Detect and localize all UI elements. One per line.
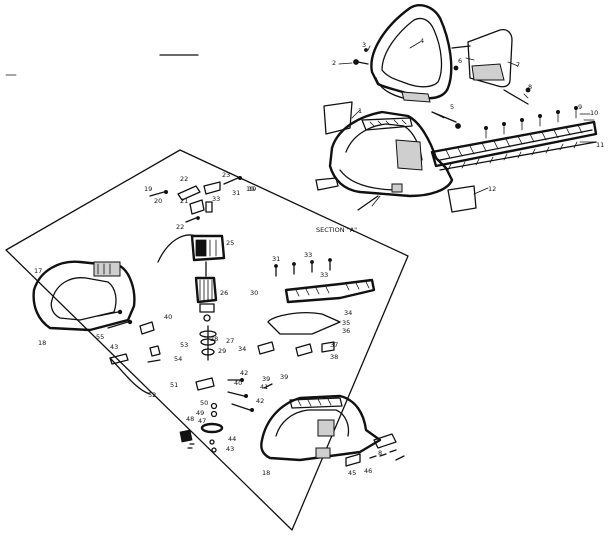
screw-8 [503,89,529,105]
part-callout: 31 [272,255,281,263]
part-callout: 34 [238,345,247,353]
part-callout: 39 [262,375,271,383]
blade-assembly [430,106,598,171]
part-callout: 35 [342,319,351,327]
part-callout: 9 [578,103,583,111]
armature [194,261,218,322]
part-callout: 5 [450,103,455,111]
part-callout: 19 [144,185,153,193]
part-callout: 46 [364,467,373,475]
part-callout: 4 [420,37,425,45]
part-callout: 8 [378,449,383,457]
part-callout: 43 [226,445,235,453]
part-callout: 19 [248,185,257,193]
part-callout: 8 [528,83,533,91]
part-callout: 19 [246,185,255,193]
part-callout: 40 [164,313,173,321]
part-callout: 51 [170,381,179,389]
part-callout: 27 [226,337,235,345]
part-callout: 29 [218,347,227,355]
part-callout: 20 [154,197,163,205]
section-a-parts [32,175,405,467]
part-callout: 17 [34,267,43,275]
part-callout: 3 [362,41,367,49]
upper-assembly [315,4,598,213]
part-callout: 33 [212,195,221,203]
part-callout: 54 [174,355,183,363]
switch-parts [149,175,242,223]
part-callout: 22 [176,223,185,231]
section-a-outline [5,149,409,531]
part-callout: 49 [196,409,205,417]
part-callout: 2 [332,59,337,67]
part-callout: 25 [226,239,235,247]
part-callout: 18 [262,469,271,477]
handle-clip [451,28,513,88]
part-callout: 52 [148,391,157,399]
leader-lines-upper [338,41,597,207]
part-callout: 53 [180,341,189,349]
blade-guard [447,185,477,213]
part-callout: 36 [342,327,351,335]
screw-2 [353,59,369,65]
part-callout: 33 [304,251,313,259]
part-callout: 31 [232,189,241,197]
part-callout: 1 [358,107,363,115]
small-fasteners-bottom [179,377,405,467]
section-a-label: SECTION "A" [316,226,358,234]
part-callout: 28 [210,335,219,343]
part-callout: 23 [222,171,231,179]
part-callout: 37 [330,341,339,349]
right-housing-half [260,394,382,462]
drive-parts [257,258,376,357]
part-callout: 33 [320,271,329,279]
part-callout: 12 [488,185,497,193]
part-callout: 11 [596,141,605,149]
power-cord [109,357,151,395]
part-callout: 50 [200,399,209,407]
rear-handle [370,4,453,103]
part-callout: 42 [240,369,249,377]
section-a-pointer [357,195,379,211]
motor-housing [315,110,454,198]
part-callout: 30 [250,289,259,297]
part-callout: 47 [198,417,207,425]
part-callout: 42 [256,397,265,405]
part-callout: 41 [260,383,269,391]
field-coil [157,234,226,263]
part-callout: 7 [516,61,521,69]
part-callout: 18 [38,339,47,347]
small-fasteners-left [97,309,161,365]
part-callout: 6 [458,57,463,65]
gear-stack [199,325,217,361]
left-housing-half [32,260,136,332]
part-callout: 22 [180,175,189,183]
hand-guard [323,101,353,135]
part-callout: 34 [344,309,353,317]
nut-5 [455,123,461,129]
screw-3 [364,48,368,52]
part-callout: 45 [348,469,357,477]
part-callout: 43 [110,343,119,351]
screw-8-head [525,87,531,93]
part-callout: 44 [228,435,237,443]
part-callout: 21 [180,197,189,205]
part-callout: 55 [96,333,105,341]
part-callout: 39 [280,373,289,381]
part-callout: 10 [590,109,599,117]
part-callout: 26 [220,289,229,297]
part-callout: 38 [330,353,339,361]
part-callout: 48 [186,415,195,423]
part-callout: 40 [234,379,243,387]
